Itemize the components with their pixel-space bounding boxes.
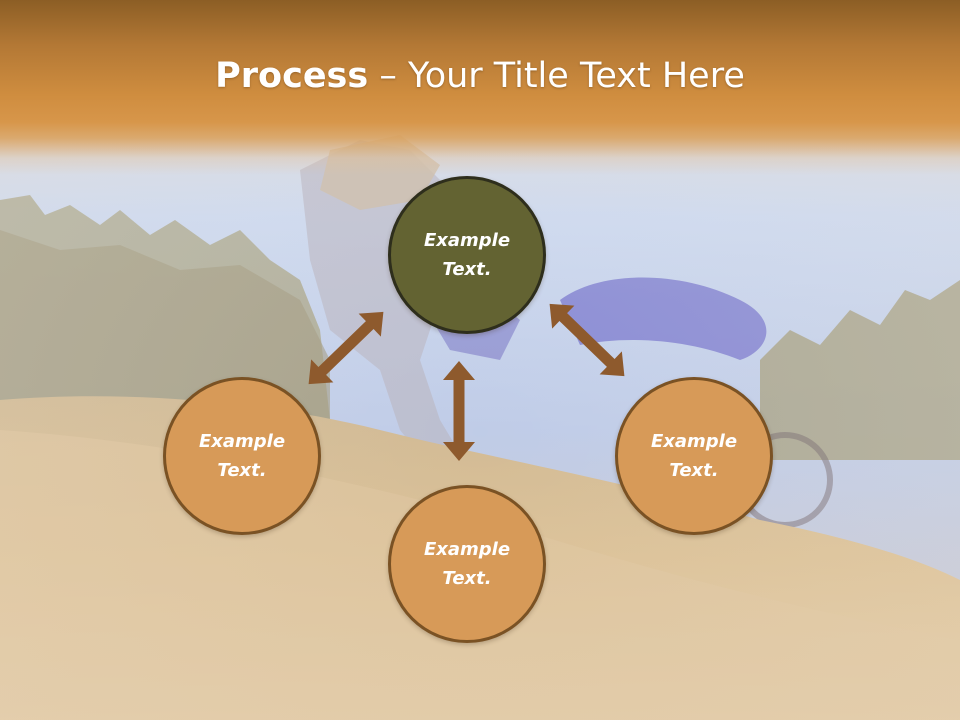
- slide-title: Process – Your Title Text Here: [0, 54, 960, 98]
- node-bottom-line1: Example: [423, 539, 511, 560]
- title-bar: [0, 0, 960, 175]
- node-bottom-line2: Text.: [442, 568, 492, 589]
- node-right-line1: Example: [650, 431, 738, 452]
- node-center-line1: Example: [423, 230, 511, 251]
- arrow-center-right: [549, 303, 625, 377]
- process-node-right: Example Text.: [615, 377, 773, 535]
- node-left-line1: Example: [198, 431, 286, 452]
- process-node-center: Example Text.: [388, 176, 546, 334]
- node-right-line2: Text.: [669, 460, 719, 481]
- process-node-bottom: Example Text.: [388, 485, 546, 643]
- process-node-left: Example Text.: [163, 377, 321, 535]
- node-left-line2: Text.: [217, 460, 267, 481]
- node-center-line2: Text.: [442, 259, 492, 280]
- title-subtitle-text: – Your Title Text Here: [368, 56, 745, 96]
- arrow-center-bottom: [443, 361, 475, 461]
- arrow-center-left: [308, 311, 384, 385]
- title-bold-text: Process: [215, 56, 369, 96]
